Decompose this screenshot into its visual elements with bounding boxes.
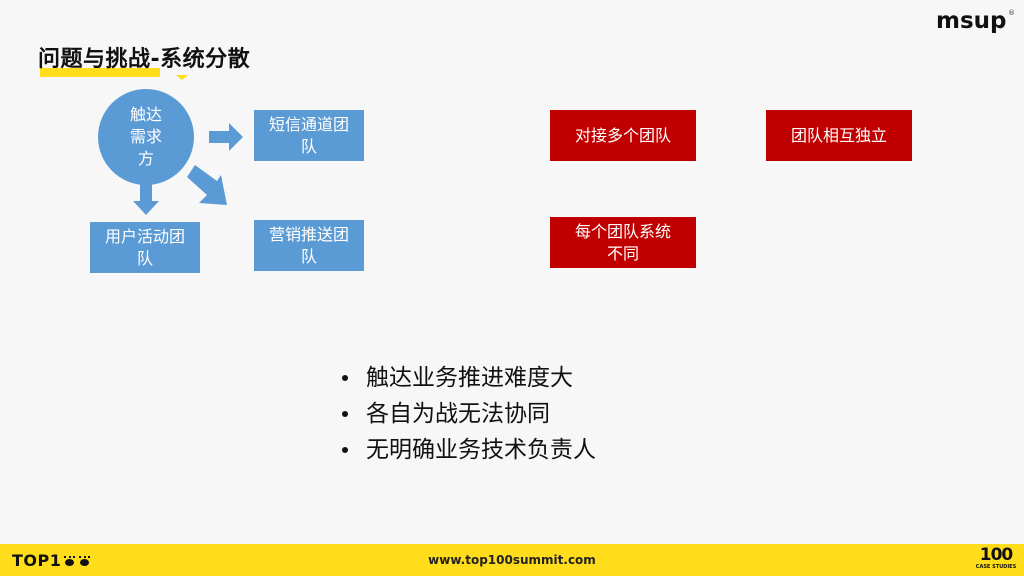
arrow-down-icon — [133, 184, 159, 215]
bullet-item: 触达业务推进难度大 — [338, 360, 596, 396]
bullet-list: 触达业务推进难度大 各自为战无法协同 无明确业务技术负责人 — [338, 360, 596, 468]
problem-label: 每个团队系统不同 — [574, 221, 671, 263]
title-text: 问题与挑战-系统分散 — [38, 47, 251, 72]
case-studies-logo: 100 CASE STUDIES — [974, 547, 1018, 571]
problem-label: 团队相互独立 — [790, 125, 887, 145]
top100-logo: TOP1 — [12, 551, 93, 571]
eye-icon — [78, 556, 91, 566]
eye-icon — [63, 556, 76, 566]
problem-box-different-systems: 每个团队系统不同 — [550, 217, 696, 268]
problem-box-multiple-teams: 对接多个团队 — [550, 110, 696, 161]
footer-bar: TOP1 www.top100summit.com 100 CASE STUDI… — [0, 544, 1024, 576]
msup-logo: msup — [936, 8, 1007, 34]
bullet-dot-icon — [342, 447, 348, 453]
team-box-user-activity: 用户活动团队 — [90, 222, 200, 273]
bullet-item: 各自为战无法协同 — [338, 396, 596, 432]
case-studies-subtitle: CASE STUDIES — [975, 564, 1017, 570]
team-box-sms-channel: 短信通道团队 — [254, 110, 364, 161]
team-label: 营销推送团队 — [268, 224, 349, 266]
team-box-marketing-push: 营销推送团队 — [254, 220, 364, 271]
bullet-text: 各自为战无法协同 — [366, 401, 550, 427]
bullet-dot-icon — [342, 411, 348, 417]
bullet-item: 无明确业务技术负责人 — [338, 432, 596, 468]
team-label: 用户活动团队 — [104, 226, 185, 268]
bullet-text: 无明确业务技术负责人 — [366, 437, 596, 463]
top100-logo-text: TOP1 — [12, 551, 62, 570]
eyes-icon — [63, 556, 93, 566]
title-highlight — [40, 68, 160, 77]
page-title: 问题与挑战-系统分散 — [38, 44, 250, 80]
team-label: 短信通道团队 — [268, 114, 349, 156]
source-label: 触达需求方 — [129, 105, 162, 168]
footer-url: www.top100summit.com — [428, 553, 596, 567]
bullet-text: 触达业务推进难度大 — [366, 365, 573, 391]
problem-box-independent-teams: 团队相互独立 — [766, 110, 912, 161]
case-studies-number: 100 — [979, 545, 1014, 565]
problem-label: 对接多个团队 — [574, 125, 671, 145]
bullet-dot-icon — [342, 375, 348, 381]
source-circle: 触达需求方 — [98, 89, 194, 185]
arrow-right-icon — [209, 123, 243, 151]
registered-mark-icon: ® — [1008, 9, 1015, 17]
title-highlight-tail — [176, 75, 188, 80]
arrow-diagonal-icon — [187, 165, 227, 205]
